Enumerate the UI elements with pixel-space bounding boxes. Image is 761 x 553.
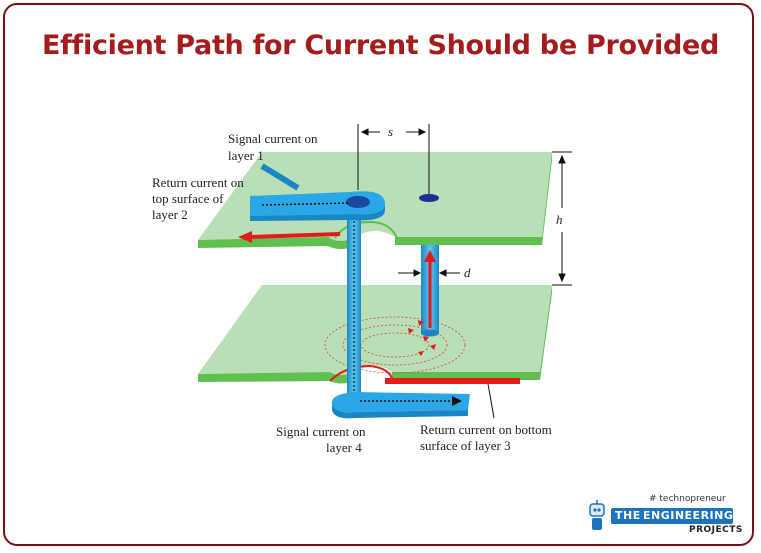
- via-pad-upper: [419, 194, 439, 202]
- robot-icon: [589, 500, 605, 530]
- slide-title: Efficient Path for Current Should be Pro…: [41, 30, 720, 61]
- label-signal-layer1-1: Signal current on: [228, 131, 318, 146]
- engineering-projects-logo: # technopreneur THE ENGINEERING PROJECTS: [585, 492, 745, 538]
- signal-via: [347, 205, 361, 395]
- label-signal-layer4-2: layer 4: [326, 440, 362, 455]
- logo-word-engineering: ENGINEERING: [643, 509, 734, 522]
- label-d: d: [464, 265, 471, 280]
- layer4-trace: [331, 392, 470, 419]
- logo-tagline: # technopreneur: [649, 494, 726, 504]
- slide-frame: [3, 3, 754, 546]
- layer1-trace: [250, 163, 385, 221]
- lower-ground-plane: [198, 285, 552, 384]
- label-return-top-2: top surface of: [152, 191, 224, 206]
- logo-banner: THE ENGINEERING: [611, 508, 733, 524]
- label-return-bottom-1: Return current on bottom: [420, 422, 552, 437]
- label-s: s: [388, 124, 393, 139]
- dimension-h: [552, 151, 572, 286]
- leader-bottom-return: [487, 383, 495, 419]
- label-signal-layer1-2: layer 1: [228, 148, 264, 163]
- label-return-top-1: Return current on: [152, 175, 244, 190]
- label-signal-layer4-1: Signal current on: [276, 424, 366, 439]
- logo-word-projects: PROJECTS: [689, 525, 743, 535]
- top-return-current: [238, 231, 341, 243]
- dimension-d: [398, 269, 460, 277]
- label-return-top-3: layer 2: [152, 207, 188, 222]
- bottom-return-current: [385, 378, 520, 384]
- logo-word-the: THE: [615, 509, 641, 522]
- return-via: [421, 245, 439, 337]
- dimension-s: [357, 124, 430, 194]
- label-h: h: [556, 212, 563, 227]
- field-arrowheads: [408, 320, 436, 356]
- label-return-bottom-2: surface of layer 3: [420, 438, 511, 453]
